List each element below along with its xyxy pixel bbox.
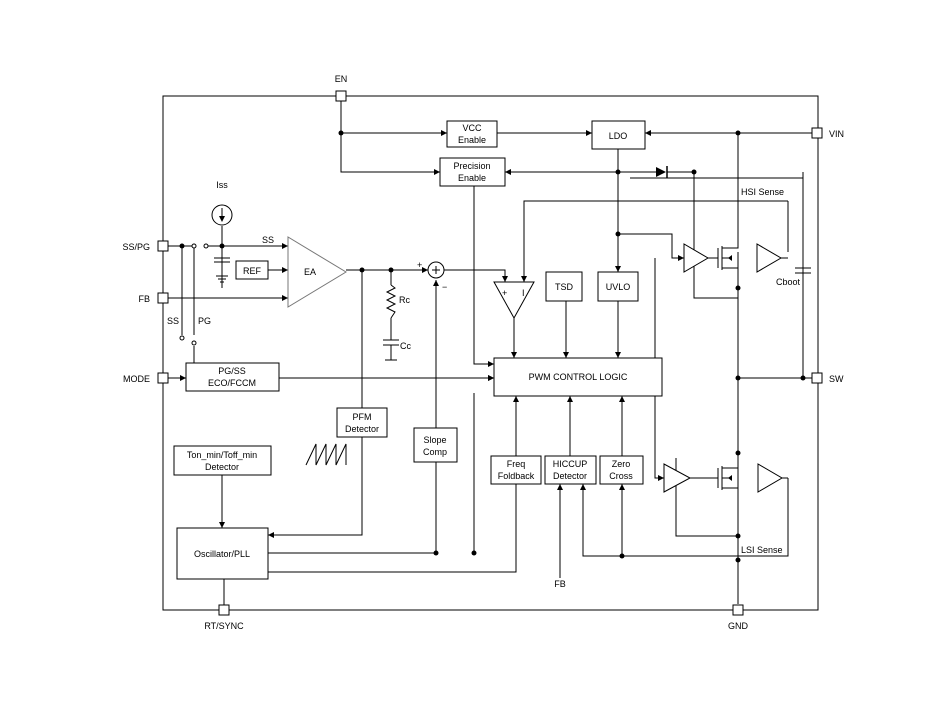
high-side-driver [683,236,788,274]
oscillator-pll-block: Oscillator/PLL [176,527,269,580]
ic-outline [162,95,819,611]
svg-text:GND: GND [728,621,749,631]
comp-plus-label: + [502,288,507,298]
ea-label: EA [304,267,316,277]
svg-text:PFM: PFM [353,412,372,422]
cboot-label: Cboot [776,277,801,287]
uvlo-block: UVLO [597,271,639,302]
summing-node [427,261,445,279]
svg-text:Freq: Freq [507,459,526,469]
switch-contacts [179,243,209,346]
fb-bottom-label: FB [554,579,566,589]
pin-mode: MODE [123,372,169,384]
sawtooth-waveform [305,443,347,466]
comp-minus-label: I [522,288,525,298]
pin-rt-sync: RT/SYNC [204,604,244,631]
ea-amplifier [287,236,347,308]
ss-switch-label: SS [167,316,179,326]
svg-text:Foldback: Foldback [498,471,535,481]
svg-text:Enable: Enable [458,135,486,145]
hiccup-detector-block: HICCUP Detector [544,455,597,485]
svg-text:ECO/FCCM: ECO/FCCM [208,378,256,388]
iss-label: Iss [216,180,228,190]
sum-plus-label: + [417,260,422,270]
svg-text:TSD: TSD [555,282,574,292]
pfm-detector-block: PFM Detector [336,407,388,438]
svg-text:VIN: VIN [829,129,844,139]
pg-switch-label: PG [198,316,211,326]
rc-label: Rc [399,295,410,305]
svg-text:Detector: Detector [205,462,239,472]
svg-text:Slope: Slope [423,435,446,445]
junction-dots [179,130,806,563]
ref-block: REF [235,260,269,280]
pin-ss-pg: SS/PG [122,240,169,252]
freq-foldback-block: Freq Foldback [490,455,542,485]
pin-gnd: GND [728,604,749,631]
svg-text:Precision: Precision [453,161,490,171]
lsi-sense-label: LSI Sense [741,545,783,555]
pin-en: EN [335,74,348,102]
svg-text:Oscillator/PLL: Oscillator/PLL [194,549,250,559]
svg-text:FB: FB [138,294,150,304]
low-side-driver [663,454,788,500]
svg-text:REF: REF [243,266,262,276]
svg-text:SW: SW [829,374,844,384]
svg-text:Ton_min/Toff_min: Ton_min/Toff_min [187,450,257,460]
annotation-labels: Iss SS SS PG Rc Cc + − + I HSI Sense LSI… [167,180,801,589]
pin-sw: SW [811,372,844,384]
svg-text:MODE: MODE [123,374,150,384]
wiring [167,100,812,605]
svg-text:Detector: Detector [553,471,587,481]
zero-cross-block: Zero Cross [599,455,644,485]
cboot-capacitor [795,267,811,274]
svg-text:EN: EN [335,74,348,84]
slope-comp-block: Slope Comp [413,427,458,463]
cc-label: Cc [400,341,411,351]
arrowheads [180,130,684,538]
ton-toff-detector-block: Ton_min/Toff_min Detector [173,445,272,476]
svg-text:Comp: Comp [423,447,447,457]
svg-text:Enable: Enable [458,173,486,183]
iss-current-source [211,204,233,226]
pwm-control-logic-block: PWM CONTROL LOGIC [493,357,663,397]
pin-fb: FB [138,292,169,304]
svg-text:PWM CONTROL LOGIC: PWM CONTROL LOGIC [529,372,628,382]
svg-text:HICCUP: HICCUP [553,459,588,469]
svg-text:Detector: Detector [345,424,379,434]
svg-text:LDO: LDO [609,131,628,141]
boot-diode [656,166,668,178]
tsd-block: TSD [545,271,583,302]
ss-wire-label: SS [262,235,274,245]
svg-text:Cross: Cross [609,471,633,481]
pg-ss-eco-block: PG/SS ECO/FCCM [185,362,280,392]
ldo-block: LDO [591,120,646,150]
pin-vin: VIN [811,127,844,139]
hsi-sense-label: HSI Sense [741,187,784,197]
svg-text:PG/SS: PG/SS [218,366,246,376]
svg-text:VCC: VCC [462,123,482,133]
precision-enable-block: Precision Enable [439,157,506,187]
svg-text:SS/PG: SS/PG [122,242,150,252]
vcc-enable-block: VCC Enable [446,120,498,148]
svg-text:Zero: Zero [612,459,631,469]
pwm-comparator [493,281,535,320]
sum-minus-label: − [442,282,447,292]
svg-text:UVLO: UVLO [606,282,631,292]
rc-resistor [385,284,397,319]
svg-text:RT/SYNC: RT/SYNC [204,621,244,631]
